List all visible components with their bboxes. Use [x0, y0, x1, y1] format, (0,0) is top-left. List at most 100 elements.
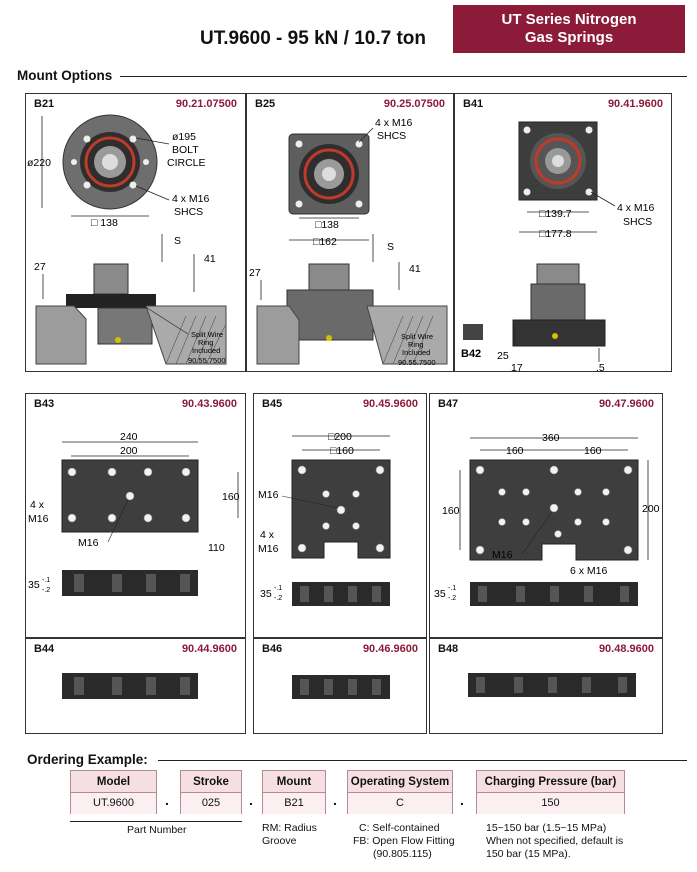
b41-square-1397: □139.7 — [539, 208, 572, 220]
b41-dim-05: .5 — [596, 362, 605, 373]
panel-code: B43 — [34, 398, 55, 410]
b43-screws-l1: 4 x — [30, 499, 45, 511]
order-field-charging-pressure: Charging Pressure (bar) 150 — [476, 770, 625, 814]
b21-bolt-circle-dia: ø195 — [172, 131, 196, 143]
b45-thickness: 35 — [260, 588, 272, 600]
b41-screws-l1: 4 x M16 — [617, 202, 655, 214]
b21-stroke: S — [174, 235, 181, 247]
panel-code: B47 — [438, 398, 459, 410]
series-badge-line1: UT Series Nitrogen — [501, 11, 637, 28]
b21-bolt-circle-l2: CIRCLE — [167, 157, 206, 169]
panel-b25: B25 90.25.07500 4 x M16 SHCS □138 □162 S… — [246, 93, 454, 372]
b21-dim-41: 41 — [204, 253, 216, 265]
panel-part-number: 90.47.9600 — [598, 398, 654, 410]
b25-screws-l1: 4 x M16 — [375, 117, 413, 129]
order-field-label: Mount — [263, 771, 325, 793]
part-number-note: Part Number — [127, 824, 187, 836]
b47-dim-360: 360 — [542, 432, 560, 444]
panel-code: B21 — [34, 98, 55, 110]
b45-screws-l2: M16 — [258, 543, 279, 555]
b25-drawing: 4 x M16 SHCS □138 □162 S 41 27 Split Wir… — [249, 117, 448, 367]
mount-note-1: RM: Radius — [262, 822, 317, 834]
mount-options-rule — [120, 76, 687, 77]
b45-center: M16 — [258, 489, 279, 501]
order-separator: . — [249, 792, 253, 808]
order-field-value: 025 — [181, 793, 241, 814]
b25-dim-41: 41 — [409, 263, 421, 275]
panel-part-number: 90.45.9600 — [362, 398, 418, 410]
b43-thickness: 35 — [28, 579, 40, 591]
order-field-value: C — [348, 793, 452, 814]
b45-sq-200: □200 — [328, 431, 352, 443]
panel-b46: B46 90.46.9600 — [253, 638, 427, 734]
b25-ring-l4: 90.55.7500 — [398, 358, 436, 367]
order-field-label: Operating System — [348, 771, 452, 793]
b21-screws-l2: SHCS — [174, 206, 203, 218]
ordering-rule — [158, 760, 687, 761]
b25-ring-l3: Included — [402, 348, 430, 357]
os-note-3: (90.805.115) — [373, 848, 432, 860]
b21-square: □ 138 — [91, 217, 118, 229]
os-note-1: C: Self-contained — [359, 822, 440, 834]
b45-drawing: □200 □160 M16 4 x M16 35 -.1 -.2 — [258, 431, 391, 606]
order-field-model: Model UT.9600 — [70, 770, 157, 814]
b45-tol-bot: -.2 — [274, 595, 282, 602]
b25-stroke: S — [387, 241, 394, 253]
panel-b45: B45 90.45.9600 □200 □160 M16 4 x M16 35 … — [253, 393, 427, 638]
b43-center: M16 — [78, 537, 99, 549]
b44-drawing — [62, 673, 198, 699]
series-badge-line2: Gas Springs — [524, 29, 614, 46]
b21-ring-l4: 90.55.7500 — [188, 356, 226, 365]
order-field-operating-system: Operating System C — [347, 770, 453, 814]
b43-dim-160: 160 — [222, 491, 240, 503]
order-field-value: 150 — [477, 793, 624, 814]
b41-dim-17: 17 — [511, 362, 523, 373]
panel-b48: B48 90.48.9600 — [429, 638, 663, 734]
panel-b21: B21 90.21.07500 ø220 ø195 BOLT CIRCLE 4 … — [25, 93, 246, 372]
b43-dim-110: 110 — [208, 542, 225, 554]
b21-outer-dia: ø220 — [27, 157, 51, 169]
b47-screws: 6 x M16 — [570, 565, 608, 577]
order-field-value: UT.9600 — [71, 793, 156, 814]
b41-square-1778: □177.8 — [539, 228, 572, 240]
b47-dim-160b: 160 — [584, 445, 602, 457]
b43-dim-240: 240 — [120, 431, 138, 443]
os-note-2: FB: Open Flow Fitting — [353, 835, 455, 847]
order-field-label: Stroke — [181, 771, 241, 793]
order-separator: . — [165, 792, 169, 808]
b43-screws-l2: M16 — [28, 513, 49, 525]
panel-part-number: 90.21.07500 — [175, 98, 237, 110]
panel-part-number: 90.46.9600 — [362, 643, 418, 655]
b21-drawing: ø220 ø195 BOLT CIRCLE 4 x M16 SHCS □ 138… — [27, 114, 227, 365]
panel-code: B44 — [34, 643, 55, 655]
order-field-label: Model — [71, 771, 156, 793]
panel-part-number: 90.48.9600 — [598, 643, 654, 655]
order-field-label: Charging Pressure (bar) — [477, 771, 624, 793]
b45-tol-top: -.1 — [274, 585, 282, 592]
panel-code: B45 — [262, 398, 283, 410]
order-field-value: B21 — [263, 793, 325, 814]
b48-drawing — [468, 673, 636, 697]
b25-ring-l1: Split Wire — [401, 332, 433, 341]
b47-tol-top: -.1 — [448, 585, 456, 592]
panel-b43: B43 90.43.9600 240 200 160 110 4 x M16 M… — [25, 393, 246, 638]
b47-thickness: 35 — [434, 588, 446, 600]
b45-screws-l1: 4 x — [260, 529, 275, 541]
b25-square-162: □162 — [313, 236, 337, 248]
order-separator: . — [333, 792, 337, 808]
panel-b41: B41 90.41.9600 □139.7 □177.8 4 x M16 SHC… — [454, 93, 672, 373]
panel-part-number: 90.43.9600 — [181, 398, 237, 410]
page-title: UT.9600 - 95 kN / 10.7 ton — [200, 28, 426, 49]
b21-dim-27: 27 — [34, 261, 46, 273]
panel-code: B46 — [262, 643, 283, 655]
panel-part-number: 90.25.07500 — [383, 98, 445, 110]
b42-label: B42 — [461, 348, 481, 360]
b47-tol-bot: -.2 — [448, 595, 456, 602]
b47-dim-200: 200 — [642, 503, 660, 515]
b41-screws-l2: SHCS — [623, 216, 652, 228]
mount-options-heading: Mount Options — [17, 68, 119, 83]
b21-ring-l2: Ring — [198, 338, 213, 347]
b21-bolt-circle-l1: BOLT — [172, 144, 199, 156]
b21-ring-l1: Split Wire — [191, 330, 223, 339]
b47-dim-160v: 160 — [442, 505, 460, 517]
